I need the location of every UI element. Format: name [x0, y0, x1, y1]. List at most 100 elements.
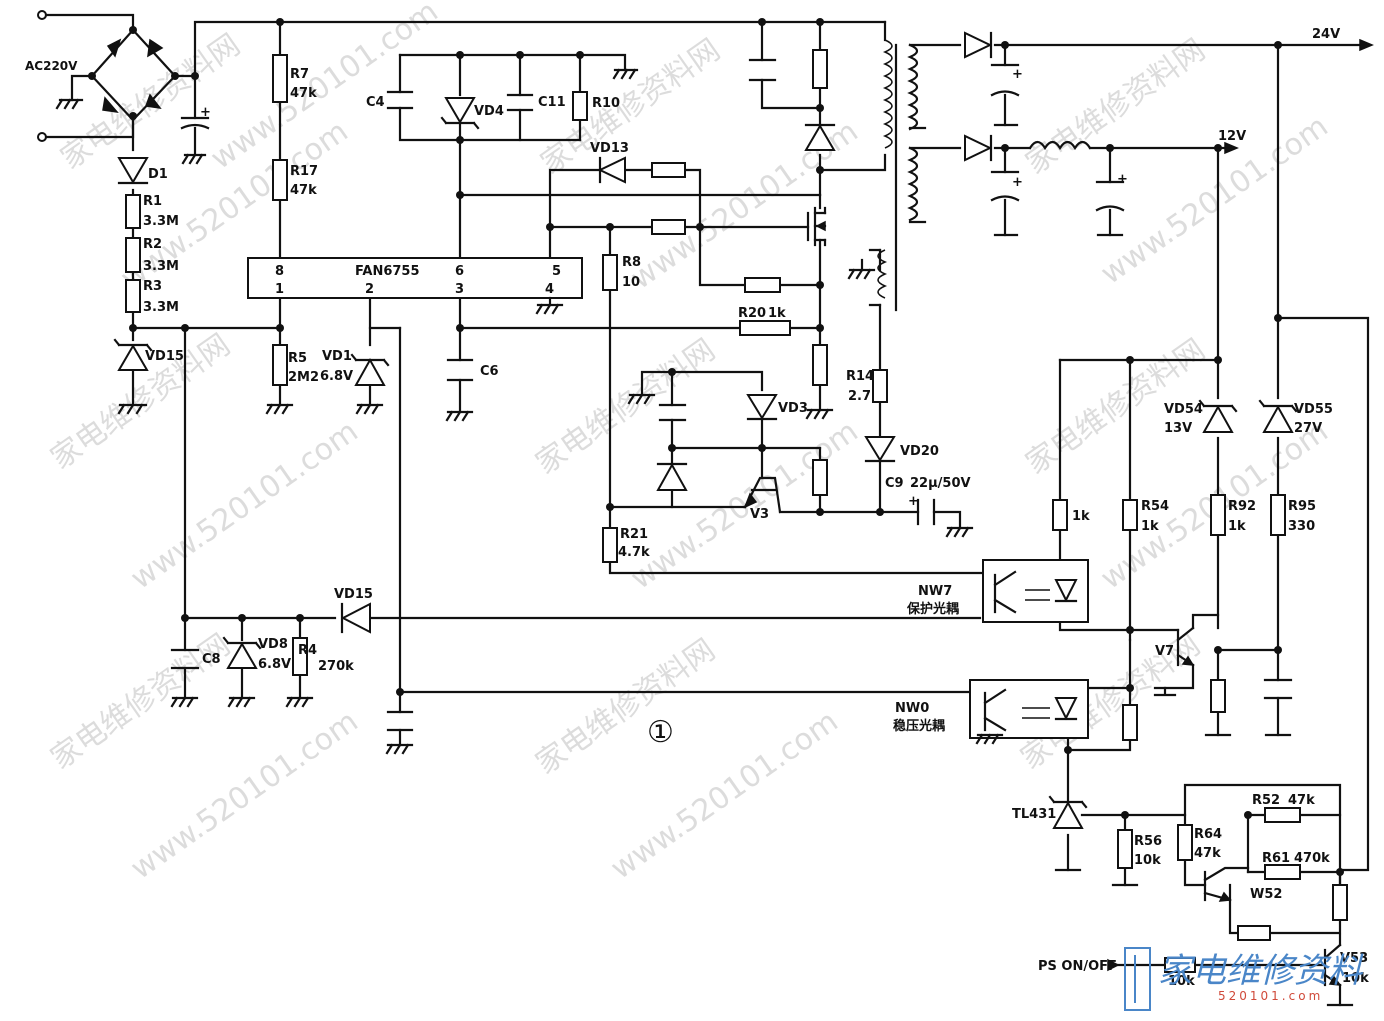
vd55-value: 27V	[1294, 421, 1322, 436]
r2-value: 3.3M	[143, 259, 179, 274]
watermark-layer: 家电维修资料网 www.520101.com 家电维修资料网 www.52010…	[45, 0, 1335, 887]
wiring	[37, 10, 1370, 1007]
r7-value: 47k	[290, 86, 317, 101]
resistor-vd13-series	[651, 162, 686, 178]
nw0-label: NW0	[895, 701, 929, 716]
ic-pin-8: 8	[275, 264, 284, 279]
v53-value: 10k	[1342, 971, 1369, 986]
output-inductor	[1028, 140, 1092, 151]
r21-label: R21	[620, 527, 648, 542]
r5-value: 2M2	[288, 370, 319, 385]
r1-value: 3.3M	[143, 214, 179, 229]
r3-value: 3.3M	[143, 300, 179, 315]
vd1-label: VD1	[322, 349, 352, 364]
r54-value: 1k	[1141, 519, 1159, 534]
logo-text: 家电维修资料	[1158, 951, 1364, 991]
nw0-desc: 稳压光耦	[893, 718, 945, 734]
c11-label: C11	[538, 95, 566, 110]
d1-label: D1	[148, 167, 168, 182]
capacitors: + + + +	[170, 58, 1293, 732]
resistor-r17	[272, 159, 288, 201]
ground-symbols	[55, 68, 1354, 1007]
resistor-r56	[1117, 829, 1133, 869]
c8-label: C8	[202, 652, 221, 667]
vd55-label: VD55	[1294, 402, 1333, 417]
ic-pin-6: 6	[455, 264, 464, 279]
site-logo: 家电维修资料 520101.com	[1124, 947, 1364, 1011]
r52-label: R52	[1252, 793, 1280, 808]
tl431-label: TL431	[1012, 807, 1056, 822]
junction-dots	[129, 18, 1344, 876]
r54-label: R54	[1141, 499, 1169, 514]
r10-label: R10	[592, 96, 620, 111]
vd8-value: 6.8V	[258, 657, 291, 672]
resistor-v3-base	[812, 459, 828, 496]
vd15-top-label: VD15	[145, 349, 184, 364]
r56-label: R56	[1134, 834, 1162, 849]
r8-label: R8	[622, 255, 641, 270]
resistor-nw0	[1122, 704, 1138, 741]
watermark-text: 家电维修资料网	[530, 332, 722, 481]
c6-label: C6	[480, 364, 499, 379]
c9-value: 22μ/50V	[910, 476, 971, 491]
watermark-url: www.520101.com	[605, 704, 845, 887]
r14-value: 2.7	[848, 389, 871, 404]
output-24v-label: 24V	[1312, 27, 1340, 42]
watermark-url: www.520101.com	[1095, 109, 1335, 292]
resistor-r95	[1270, 494, 1286, 536]
ic-pin-3: 3	[455, 282, 464, 297]
r4-value: 270k	[318, 659, 354, 674]
r95-label: R95	[1288, 499, 1316, 514]
resistor-r10	[572, 91, 588, 121]
resistor-gate-pulldown	[744, 277, 781, 293]
watermark-text: 家电维修资料网	[1020, 32, 1212, 181]
ic-pin-1: 1	[275, 282, 284, 297]
resistor-r5	[272, 344, 288, 386]
watermark-text: 家电维修资料网	[45, 327, 237, 476]
vd54-value: 13V	[1164, 421, 1192, 436]
resistor-r92	[1210, 494, 1226, 536]
nw7-desc: 保护光耦	[906, 601, 959, 617]
figure-number: ①	[647, 715, 674, 750]
r-10k-label: 10k	[1168, 974, 1195, 989]
resistor-v7-emitter	[1210, 679, 1226, 713]
r17-label: R17	[290, 164, 318, 179]
ic-pin-5: 5	[552, 264, 561, 279]
v7-label: V7	[1155, 644, 1174, 659]
r21-value: 4.7k	[618, 545, 650, 560]
resistors	[125, 49, 1348, 973]
ic-pin-4: 4	[545, 282, 554, 297]
r2-label: R2	[143, 237, 162, 252]
resistor-r1	[125, 194, 141, 229]
resistor-r8	[602, 254, 618, 291]
r17-value: 47k	[290, 183, 317, 198]
svg-text:+: +	[1012, 67, 1023, 82]
resistor-w52-collector	[1237, 925, 1271, 941]
vd15-bot-label: VD15	[334, 587, 373, 602]
r64-label: R64	[1194, 827, 1222, 842]
ac-input-label: AC220V	[25, 59, 78, 73]
resistor-r2	[125, 237, 141, 273]
resistor-r14	[872, 369, 888, 403]
watermark-text: 家电维修资料网	[45, 627, 237, 776]
transformer	[860, 39, 919, 312]
resistor-v53-base	[1332, 884, 1348, 921]
diodes	[113, 31, 1298, 829]
vd13-label: VD13	[590, 141, 629, 156]
resistor-r52	[1264, 807, 1301, 823]
watermark-url: www.520101.com	[625, 414, 865, 597]
resistor-r64	[1177, 824, 1193, 861]
r5-label: R5	[288, 351, 307, 366]
r64-value: 47k	[1194, 846, 1221, 861]
resistor-gate	[651, 219, 686, 235]
r92-label: R92	[1228, 499, 1256, 514]
transistors	[743, 476, 1342, 987]
r61-value: 470k	[1294, 851, 1330, 866]
svg-text:+: +	[1012, 175, 1023, 190]
resistor-snubber	[812, 49, 828, 89]
v3-label: V3	[750, 507, 769, 522]
nw7-label: NW7	[918, 584, 952, 599]
vd3-label: VD3	[778, 401, 808, 416]
